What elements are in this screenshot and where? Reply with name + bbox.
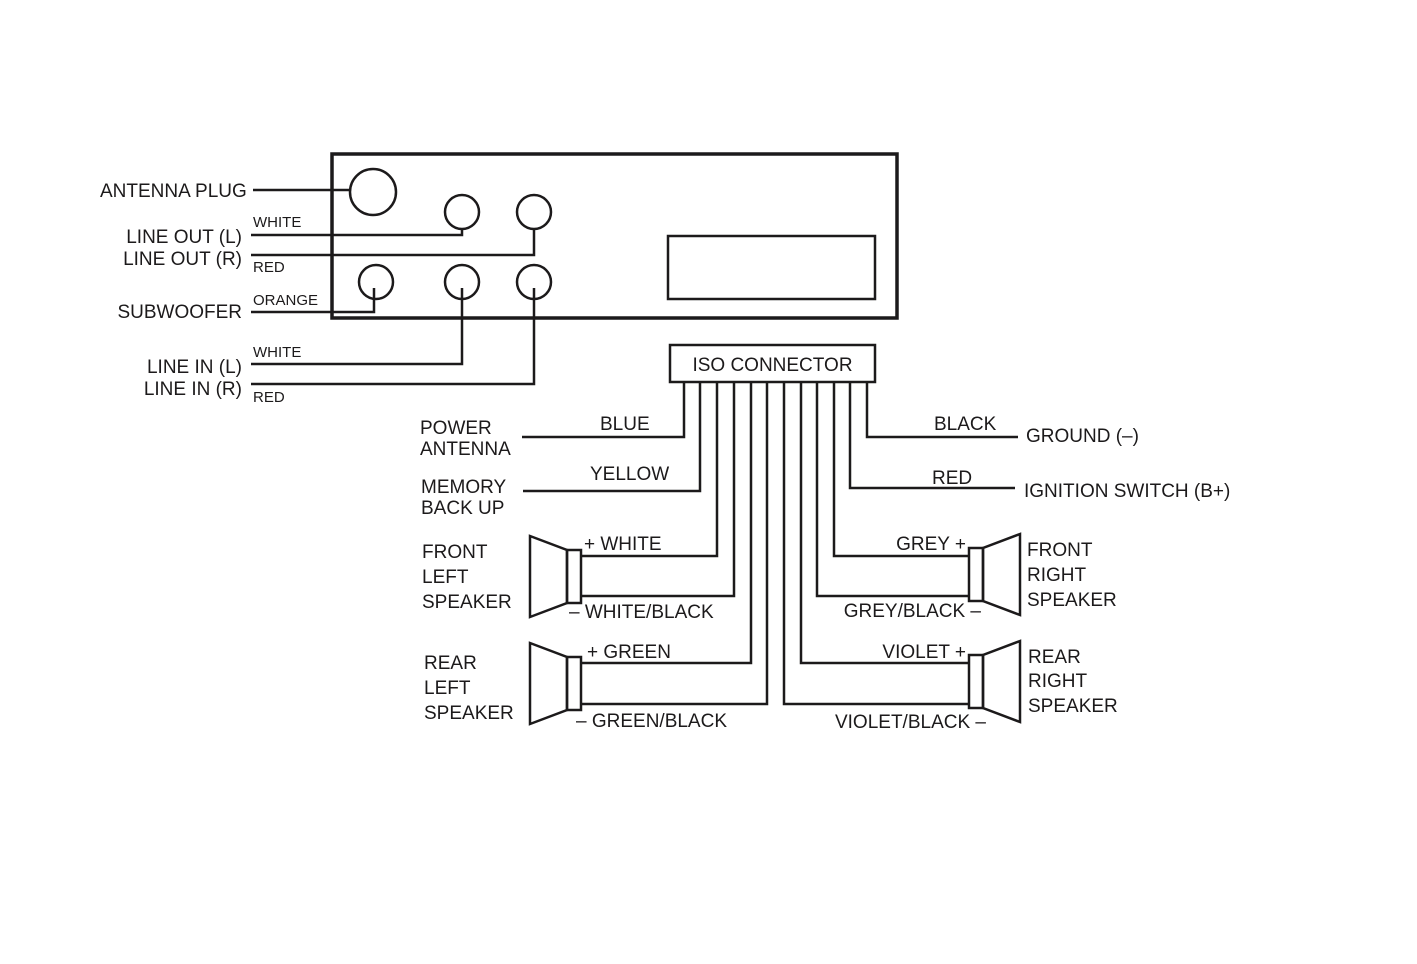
line-in-r-label: LINE IN (R) [144,379,242,400]
rear-left-speaker-label: LEFT [424,678,471,699]
line-out-l-label: LINE OUT (L) [126,227,242,248]
rear-right-speaker-label: SPEAKER [1028,696,1118,717]
wire-red-label: RED [253,259,285,276]
front-left-speaker [528,534,583,619]
rear-right-speaker [967,639,1022,724]
front-right-speaker-label: RIGHT [1027,565,1087,586]
line-in-l-wire [251,288,464,366]
rl-plus-label: + GREEN [587,642,671,663]
wire-white-label: WHITE [253,214,301,231]
black-wire [865,382,1018,439]
iso-connector-label: ISO CONNECTOR [692,355,852,376]
power-antenna-label: POWER [420,418,492,439]
white-black-wire [581,382,736,598]
rr-minus-label: VIOLET/BLACK – [835,712,986,733]
subwoofer-wire [251,288,376,314]
front-right-speaker-label: SPEAKER [1027,590,1117,611]
front-right-speaker [967,532,1022,617]
white-wire [581,382,719,558]
subwoofer-label: SUBWOOFER [117,302,242,323]
iso-connector [668,343,877,384]
green-black-wire [581,382,769,706]
rr-plus-label: VIOLET + [882,642,966,663]
wire-white-label: WHITE [253,344,301,361]
ignition-switch-label: IGNITION SWITCH (B+) [1024,481,1230,502]
front-left-speaker-label: FRONT [422,542,488,563]
fr-minus-label: GREY/BLACK – [844,601,982,622]
fr-plus-label: GREY + [896,534,966,555]
ground-label: GROUND (–) [1026,426,1139,447]
violet-wire [799,382,969,665]
line-in-l-label: LINE IN (L) [147,357,242,378]
fl-minus-label: – WHITE/BLACK [569,602,714,623]
line-out-r-jack [515,193,553,231]
antenna-plug-label: ANTENNA PLUG [100,181,247,202]
wire-red-label: RED [253,389,285,406]
yellow-label: YELLOW [590,464,669,485]
line-out-l-wire [251,229,464,237]
head-unit-display [666,234,877,301]
rear-right-speaker-label: RIGHT [1028,671,1088,692]
red-label: RED [932,468,972,489]
line-out-r-wire [251,229,536,257]
rear-left-speaker-label: SPEAKER [424,703,514,724]
black-label: BLACK [934,414,997,435]
subwoofer-jack [357,263,395,301]
front-left-speaker-label: SPEAKER [422,592,512,613]
blue-label: BLUE [600,414,650,435]
rear-left-speaker-label: REAR [424,653,477,674]
power-antenna-label: ANTENNA [420,439,511,460]
antenna-jack [348,167,398,217]
red-wire [848,382,1015,490]
violet-black-wire [782,382,969,706]
line-out-r-label: LINE OUT (R) [123,249,242,270]
memory-label: MEMORY [421,477,506,498]
line-in-r-wire [251,288,536,386]
front-left-speaker-label: LEFT [422,567,469,588]
front-right-speaker-label: FRONT [1027,540,1093,561]
line-out-l-jack [443,193,481,231]
yellow-wire [523,382,702,493]
rear-right-speaker-label: REAR [1028,647,1081,668]
grey-black-wire [815,382,969,598]
rl-minus-label: – GREEN/BLACK [576,711,727,732]
rear-left-speaker [528,641,583,726]
green-wire [581,382,753,665]
wire-orange-label: ORANGE [253,292,318,309]
grey-wire [832,382,969,558]
fl-plus-label: + WHITE [584,534,662,555]
blue-wire [522,382,686,439]
memory-label: BACK UP [421,498,504,519]
